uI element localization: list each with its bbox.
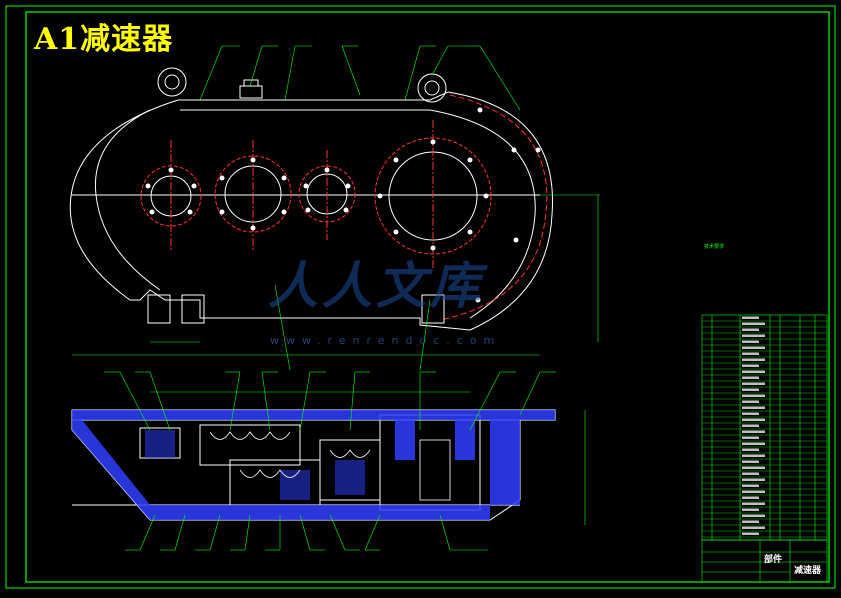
parts-list-entry-mark (742, 502, 765, 505)
parts-list-entries (742, 316, 765, 535)
parts-list-entry-mark (742, 418, 765, 421)
parts-list-entry-mark (742, 328, 759, 331)
parts-list-entry-mark (742, 316, 759, 319)
parts-list-entry-mark (742, 364, 759, 367)
parts-list-entry-mark (742, 460, 759, 463)
drawing-title: A1减速器 (34, 22, 174, 57)
parts-list-entry-mark (742, 496, 759, 499)
vent-plug (243, 79, 259, 87)
watermark-url: www.renrendoc.com (270, 334, 502, 347)
parts-list-entry-mark (742, 436, 759, 439)
left-lug-hole (164, 74, 180, 90)
right-lug-hole (424, 80, 440, 96)
parts-list-entry-mark (742, 466, 765, 469)
parts-list-entry-mark (742, 484, 759, 487)
parts-list-entry-mark (742, 508, 759, 511)
right-anchor-bolt (421, 294, 445, 324)
technical-notes: 技术要求 (704, 244, 724, 250)
title-block-name: 减速器 (794, 566, 822, 576)
parts-list-entry-mark (742, 412, 759, 415)
parts-list-entry-mark (742, 382, 765, 385)
section-gear-teeth (209, 431, 451, 501)
parts-list-entry-mark (742, 532, 759, 535)
front-view-leaders (199, 45, 521, 371)
parts-list-entry-mark (742, 430, 765, 433)
section-view-leaders (104, 371, 556, 551)
left-anchor-bolt-2 (181, 294, 205, 324)
parts-list-entry-mark (742, 478, 765, 481)
intermediate-gear-1 (199, 424, 301, 466)
parts-list-entry-mark (742, 334, 765, 337)
parts-list-entry-mark (742, 370, 765, 373)
parts-list-entry-mark (742, 340, 759, 343)
parts-list-entry-mark (742, 394, 765, 397)
housing-flange (180, 109, 536, 319)
inspection-cover (239, 85, 263, 99)
parts-list-entry-mark (742, 454, 765, 457)
parts-list-rows (702, 320, 827, 538)
parts-list-entry-mark (742, 514, 765, 517)
left-anchor-bolt (147, 294, 171, 324)
parts-list-entry-mark (742, 406, 765, 409)
parts-list-entry-mark (742, 376, 759, 379)
parts-list-entry-mark (742, 358, 765, 361)
parts-list-entry-mark (742, 424, 759, 427)
technical-notes-title: 技术要求 (704, 244, 725, 250)
parts-list-entry-mark (742, 400, 759, 403)
parts-list-entry-mark (742, 448, 759, 451)
parts-list-entry-mark (742, 490, 765, 493)
title-block-part-label: 部件 (764, 555, 783, 565)
parts-list-entry-mark (742, 520, 759, 523)
parts-list-entry-mark (742, 442, 765, 445)
parts-list-entry-mark (742, 388, 759, 391)
left-lifting-lug (157, 67, 187, 97)
outer-border (5, 5, 836, 589)
bolt-holes (145, 107, 541, 303)
section-hatching (72, 410, 555, 520)
parts-list-entry-mark (742, 322, 765, 325)
parts-list-entry-mark (742, 352, 759, 355)
inner-border (25, 11, 830, 583)
watermark-text: 人人文库 (268, 256, 484, 315)
bearing-boss-2 (214, 155, 292, 233)
right-lifting-lug (417, 73, 447, 103)
housing-outline (69, 91, 554, 331)
parts-list-entry-mark (742, 472, 759, 475)
gear-pitch-arc (439, 94, 548, 321)
title-block (701, 539, 828, 583)
parts-list-entry-mark (742, 526, 765, 529)
parts-list-entry-mark (742, 346, 765, 349)
